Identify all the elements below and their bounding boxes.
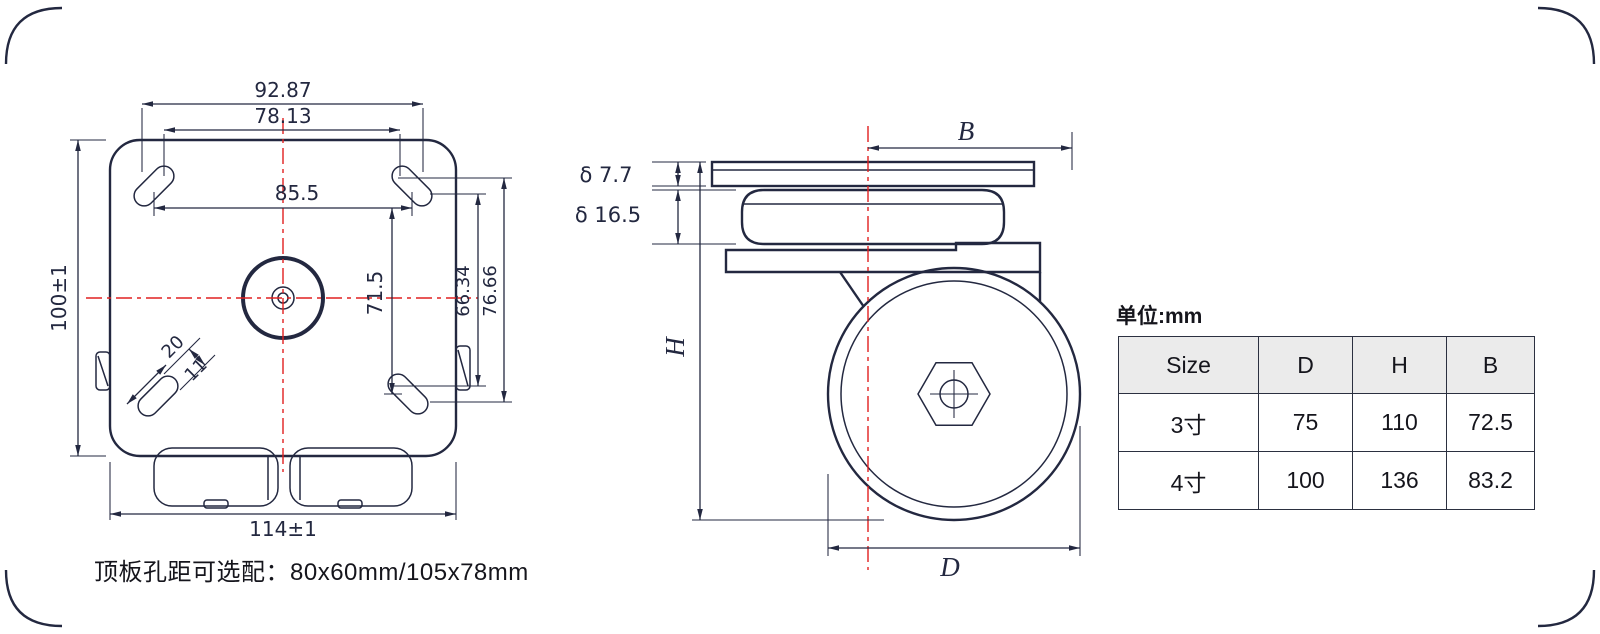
fork-legs (839, 271, 1042, 308)
table-row-4inch: 4寸 100 136 83.2 (1118, 451, 1535, 510)
dim-label-11: 11 (181, 355, 212, 386)
dim-label-85-5: 85.5 (275, 181, 320, 205)
side-tabs (95, 345, 471, 391)
table-cell: 110 (1352, 393, 1447, 452)
sheet-border-corners (4, 6, 1596, 628)
dim-slot-span-inner: 78.13 (163, 104, 401, 176)
table-cell: 75 (1258, 393, 1353, 452)
side-view-drawing: B δ 7.7 δ 16.5 H (575, 116, 1082, 582)
dim-label-92-87: 92.87 (254, 78, 311, 102)
swivel-bearing (740, 188, 1006, 246)
table-header-b: B (1446, 336, 1535, 394)
axle-hex-nut (917, 362, 991, 426)
top-view-drawing: 92.87 78.13 85.5 100±1 (47, 78, 512, 541)
dim-label-20: 20 (158, 332, 189, 363)
dim-label-b: B (958, 116, 975, 146)
table-cell: 83.2 (1446, 451, 1535, 510)
wheels-under-plate (153, 447, 413, 509)
size-table: Size D H B 3寸 75 110 72.5 4寸 100 136 83.… (1118, 336, 1535, 510)
dim-label-76-66: 76.66 (480, 265, 501, 317)
fork-crown (724, 241, 1042, 274)
dim-d: D (827, 426, 1081, 582)
dim-h: H (660, 162, 884, 521)
dim-label-66-34: 66.34 (453, 265, 474, 317)
dim-slot-center-vspan: 71.5 (363, 208, 402, 395)
table-row-3inch: 3寸 75 110 72.5 (1118, 393, 1535, 452)
wheel (826, 266, 1082, 522)
table-cell: 72.5 (1446, 393, 1535, 452)
table-cell: 4寸 (1118, 451, 1259, 510)
side-top-plate (710, 160, 1036, 188)
table-header-row: Size D H B (1118, 336, 1535, 394)
table-cell: 3寸 (1118, 393, 1259, 452)
dim-slot-center-span: 85.5 (153, 181, 413, 216)
table-header-d: D (1258, 336, 1353, 394)
dim-label-78-13: 78.13 (254, 104, 311, 128)
dim-slot-size: 20 11 (126, 332, 216, 405)
dim-label-delta-7-7: δ 7.7 (580, 163, 633, 187)
dim-plate-width: 114±1 (109, 462, 457, 541)
hole-spacing-note: 顶板孔距可选配：80x60mm/105x78mm (94, 559, 529, 586)
dim-label-71-5: 71.5 (363, 271, 387, 316)
dim-label-d: D (939, 552, 960, 582)
table-header-size: Size (1118, 336, 1259, 394)
table-cell: 100 (1258, 451, 1353, 510)
table-header-h: H (1352, 336, 1447, 394)
unit-label: 单位:mm (1116, 305, 1203, 328)
dim-label-100: 100±1 (47, 264, 71, 332)
dim-slot-span-outer: 92.87 (141, 78, 424, 172)
dim-label-delta-16-5: δ 16.5 (575, 203, 641, 227)
dim-label-114: 114±1 (249, 517, 317, 541)
dim-plate-thickness: δ 7.7 (580, 161, 706, 187)
table-cell: 136 (1352, 451, 1447, 510)
top-view-centerlines (86, 118, 478, 472)
dim-label-h: H (660, 336, 690, 358)
dim-b: B (868, 116, 1073, 170)
dim-slot-vspan-outer: 76.66 (398, 177, 512, 403)
dim-slot-vspan-inner: 66.34 (394, 193, 486, 387)
dim-plate-height: 100±1 (47, 139, 106, 457)
dim-bearing-height: δ 16.5 (575, 189, 736, 245)
